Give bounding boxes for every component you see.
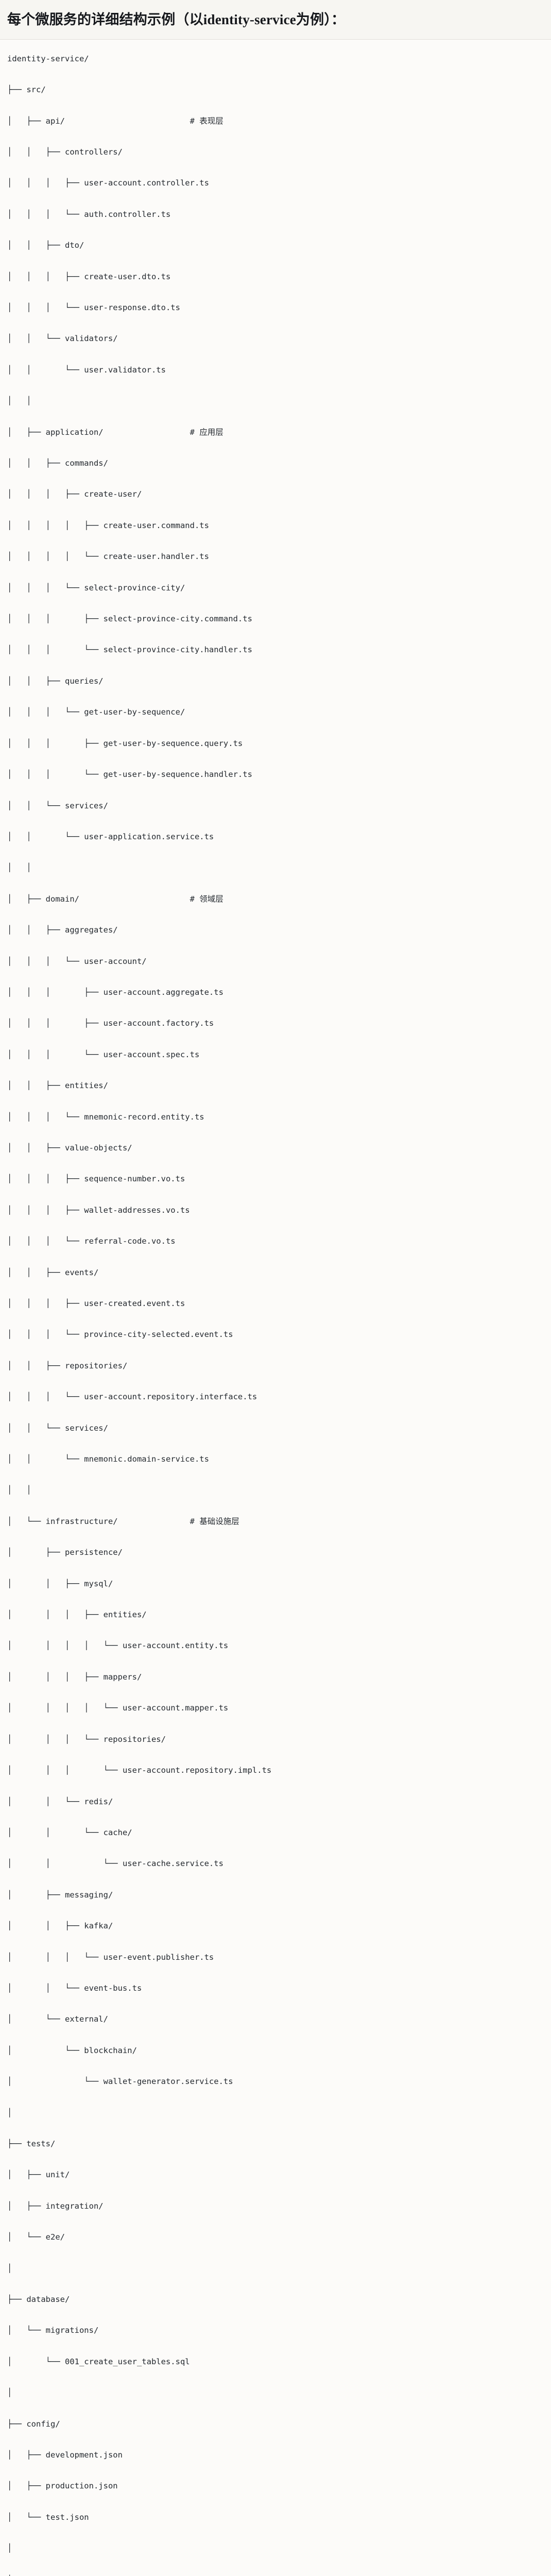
tree-line: │ └── 001_create_user_tables.sql: [7, 2357, 190, 2366]
tree-line: │ └── external/: [7, 2014, 108, 2024]
tree-line: │ ├── production.json: [7, 2481, 118, 2491]
tree-line: │ │ │ ├── entities/: [7, 1610, 147, 1620]
tree-line: │ │ ├── mysql/: [7, 1579, 113, 1588]
tree-line: │: [7, 2263, 12, 2273]
tree-line: │ └── test.json: [7, 2512, 89, 2522]
tree-line: │ ├── integration/: [7, 2201, 104, 2211]
tree-line: │ │: [7, 396, 31, 406]
tree-line: ├── src/: [7, 85, 46, 95]
tree-line: │ │ │ └── auth.controller.ts: [7, 209, 171, 219]
tree-line: │ │ │ ├── create-user/: [7, 489, 142, 499]
tree-line: │ │ │ └── referral-code.vo.ts: [7, 1236, 176, 1246]
tree-line: │ │ └── services/: [7, 1423, 108, 1433]
tree-line: │ │ │ ├── user-account.controller.ts: [7, 178, 209, 188]
tree-line: │ │ │ │ └── create-user.handler.ts: [7, 552, 209, 562]
tree-line: │ │ │ └── mnemonic-record.entity.ts: [7, 1112, 204, 1122]
tree-line: │ │ └── validators/: [7, 334, 118, 344]
tree-line: │ │ │ └── select-province-city/: [7, 583, 185, 592]
tree-line: │ │ │ ├── user-account.aggregate.ts: [7, 987, 223, 997]
tree-line: identity-service/: [7, 54, 89, 63]
tree-line: │ │ │ └── user-account.repository.interf…: [7, 1392, 257, 1402]
tree-layer-comment: # 基础设施层: [190, 1516, 239, 1526]
tree-line: │ │: [7, 863, 31, 873]
tree-line: │ │ └── services/: [7, 801, 108, 810]
tree-line: │ └── e2e/: [7, 2232, 65, 2242]
tree-line: │ │ └── user.validator.ts: [7, 365, 166, 375]
tree-line: │ │ │ ├── wallet-addresses.vo.ts: [7, 1205, 190, 1215]
tree-line: │: [7, 2388, 12, 2398]
tree-line: │ │ └── redis/: [7, 1797, 113, 1806]
tree-line: │ ├── api/ # 表现层: [7, 116, 223, 126]
tree-line: │: [7, 2544, 12, 2553]
tree-line: │ │ │ ├── mappers/: [7, 1672, 142, 1682]
tree-line: │ ├── application/ # 应用层: [7, 427, 223, 437]
tree-line: ├── database/: [7, 2295, 70, 2304]
tree-line: │ └── wallet-generator.service.ts: [7, 2077, 233, 2087]
tree-line: │ │ ├── value-objects/: [7, 1143, 132, 1153]
directory-tree: identity-service/ ├── src/ │ ├── api/ # …: [7, 51, 544, 2576]
tree-layer-comment: # 表现层: [190, 116, 223, 126]
tree-line: │ │ └── user-application.service.ts: [7, 832, 214, 841]
tree-line: │ ├── persistence/: [7, 1548, 123, 1557]
tree-line: │ │ └── event-bus.ts: [7, 1983, 142, 1993]
tree-line: │: [7, 2108, 12, 2117]
tree-line: │ │ └── mnemonic.domain-service.ts: [7, 1454, 209, 1464]
tree-line: │ │ │ │ └── user-account.mapper.ts: [7, 1703, 229, 1713]
tree-line: │ │: [7, 1485, 31, 1495]
tree-line: │ │ │ └── repositories/: [7, 1734, 166, 1744]
tree-line: ├── Dockerfile: [7, 2572, 544, 2576]
tree-line: │ │ │ └── get-user-by-sequence.handler.t…: [7, 770, 252, 779]
tree-line: │ │ │ └── select-province-city.handler.t…: [7, 645, 252, 655]
tree-line: │ │ ├── events/: [7, 1267, 99, 1277]
tree-line: │ │ │ ├── user-account.factory.ts: [7, 1019, 214, 1028]
tree-line: │ │ │ ├── sequence-number.vo.ts: [7, 1174, 185, 1184]
tree-line: │ │ ├── commands/: [7, 459, 108, 468]
tree-line: │ │ │ ├── select-province-city.command.t…: [7, 614, 252, 624]
tree-line: │ │ │ └── user-account/: [7, 956, 147, 966]
directory-tree-block: identity-service/ ├── src/ │ ├── api/ # …: [0, 39, 551, 2576]
tree-line: ├── config/: [7, 2419, 60, 2429]
tree-line: │ │ │ ├── get-user-by-sequence.query.ts: [7, 738, 243, 748]
tree-layer-comment: # 应用层: [190, 427, 223, 437]
tree-line: │ │ │ └── user-event.publisher.ts: [7, 1952, 214, 1962]
tree-line: │ │ │ ├── create-user.dto.ts: [7, 272, 171, 281]
tree-line: │ ├── unit/: [7, 2170, 70, 2180]
tree-line: │ │ │ └── get-user-by-sequence/: [7, 707, 185, 717]
page-title: 每个微服务的详细结构示例（以identity-service为例）：: [7, 12, 346, 27]
tree-line: │ │ │ └── user-account.repository.impl.t…: [7, 1766, 272, 1775]
tree-line: │ └── infrastructure/ # 基础设施层: [7, 1516, 239, 1526]
tree-line: │ └── migrations/: [7, 2326, 99, 2335]
tree-layer-comment: # 领域层: [190, 894, 223, 904]
document-header: 每个微服务的详细结构示例（以identity-service为例）：: [0, 0, 551, 40]
tree-line: │ │ │ └── user-account.spec.ts: [7, 1049, 200, 1059]
tree-line: │ │ ├── dto/: [7, 241, 84, 250]
tree-line: │ │ │ └── user-response.dto.ts: [7, 303, 180, 312]
tree-line: │ │ └── user-cache.service.ts: [7, 1859, 223, 1869]
tree-line: │ ├── messaging/: [7, 1890, 113, 1900]
tree-line: │ │ ├── controllers/: [7, 147, 123, 157]
tree-line: │ │ ├── kafka/: [7, 1921, 113, 1931]
tree-line: │ ├── development.json: [7, 2450, 123, 2460]
tree-line: │ │ │ │ ├── create-user.command.ts: [7, 520, 209, 530]
tree-line: │ │ │ └── province-city-selected.event.t…: [7, 1330, 233, 1340]
tree-line: │ ├── domain/ # 领域层: [7, 894, 223, 904]
tree-line: │ │ ├── repositories/: [7, 1361, 128, 1370]
tree-line: │ │ │ │ └── user-account.entity.ts: [7, 1641, 229, 1651]
tree-line: │ │ ├── aggregates/: [7, 925, 118, 935]
tree-line: ├── tests/: [7, 2139, 56, 2148]
tree-line: │ │ │ ├── user-created.event.ts: [7, 1299, 185, 1308]
tree-line: │ └── blockchain/: [7, 2045, 137, 2055]
tree-line: │ │ ├── entities/: [7, 1081, 108, 1091]
tree-line: │ │ ├── queries/: [7, 676, 104, 686]
tree-line: │ │ └── cache/: [7, 1827, 132, 1837]
